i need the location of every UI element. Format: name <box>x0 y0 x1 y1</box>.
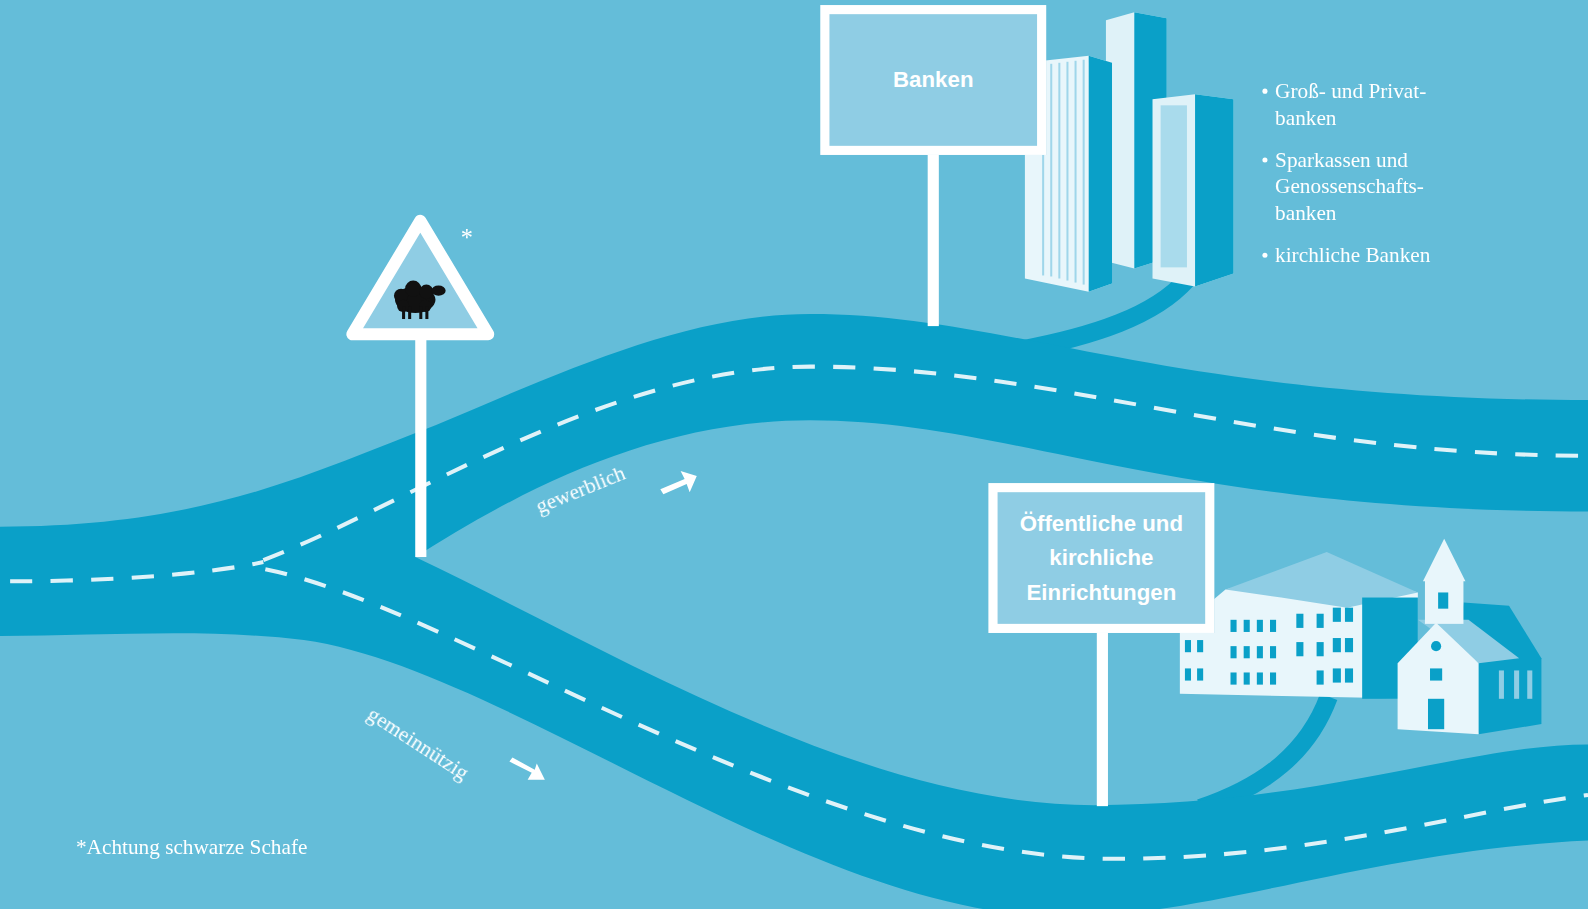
church-door <box>1428 699 1444 729</box>
sign-post <box>415 334 426 557</box>
building-side <box>1089 56 1112 292</box>
church-spire <box>1423 539 1466 582</box>
church-front <box>1398 623 1479 734</box>
lane-marking <box>10 562 263 581</box>
sign-text-group: Öffentliche und kirchliche Einrichtungen <box>1004 506 1199 609</box>
building-side <box>1195 94 1233 286</box>
footnote-marker: * <box>461 225 491 251</box>
list-item: Sparkassen und Genossenschafts- banken <box>1275 147 1478 226</box>
sign-board: Banken <box>820 5 1046 155</box>
church-window <box>1430 668 1442 680</box>
lane-marking <box>265 569 1588 859</box>
road-label: gemeinnützig <box>362 701 512 811</box>
bank-buildings <box>1025 12 1234 292</box>
sign-post <box>928 152 939 326</box>
footnote: *Achtung schwarze Schafe <box>76 834 481 860</box>
public-buildings <box>1180 539 1542 734</box>
list-item: Groß- und Privat- banken <box>1275 78 1478 131</box>
lane-marking <box>263 367 1588 560</box>
tower-window <box>1438 592 1448 608</box>
building-stripes <box>1043 60 1084 285</box>
direction-arrow <box>509 758 544 780</box>
nave-windows <box>1499 670 1532 698</box>
black-sheep <box>394 281 446 319</box>
list-item: kirchliche Banken <box>1275 242 1488 268</box>
church-window <box>1431 641 1441 651</box>
building-window <box>1161 105 1187 267</box>
sign-text: Öffentliche und kirchliche Einrichtungen <box>1004 506 1199 609</box>
sign-text: Banken <box>893 63 973 97</box>
sign-text-group: Banken <box>893 63 973 97</box>
sign-post <box>1097 628 1108 806</box>
road <box>0 314 1588 909</box>
building <box>1153 94 1234 286</box>
direction-arrow <box>660 471 696 494</box>
church-tower <box>1425 579 1463 624</box>
lane-markings <box>10 367 1588 859</box>
sign-board: Öffentliche und kirchliche Einrichtungen <box>988 483 1214 633</box>
list-bullets <box>1262 89 1267 258</box>
bank-driveway <box>1018 280 1187 351</box>
